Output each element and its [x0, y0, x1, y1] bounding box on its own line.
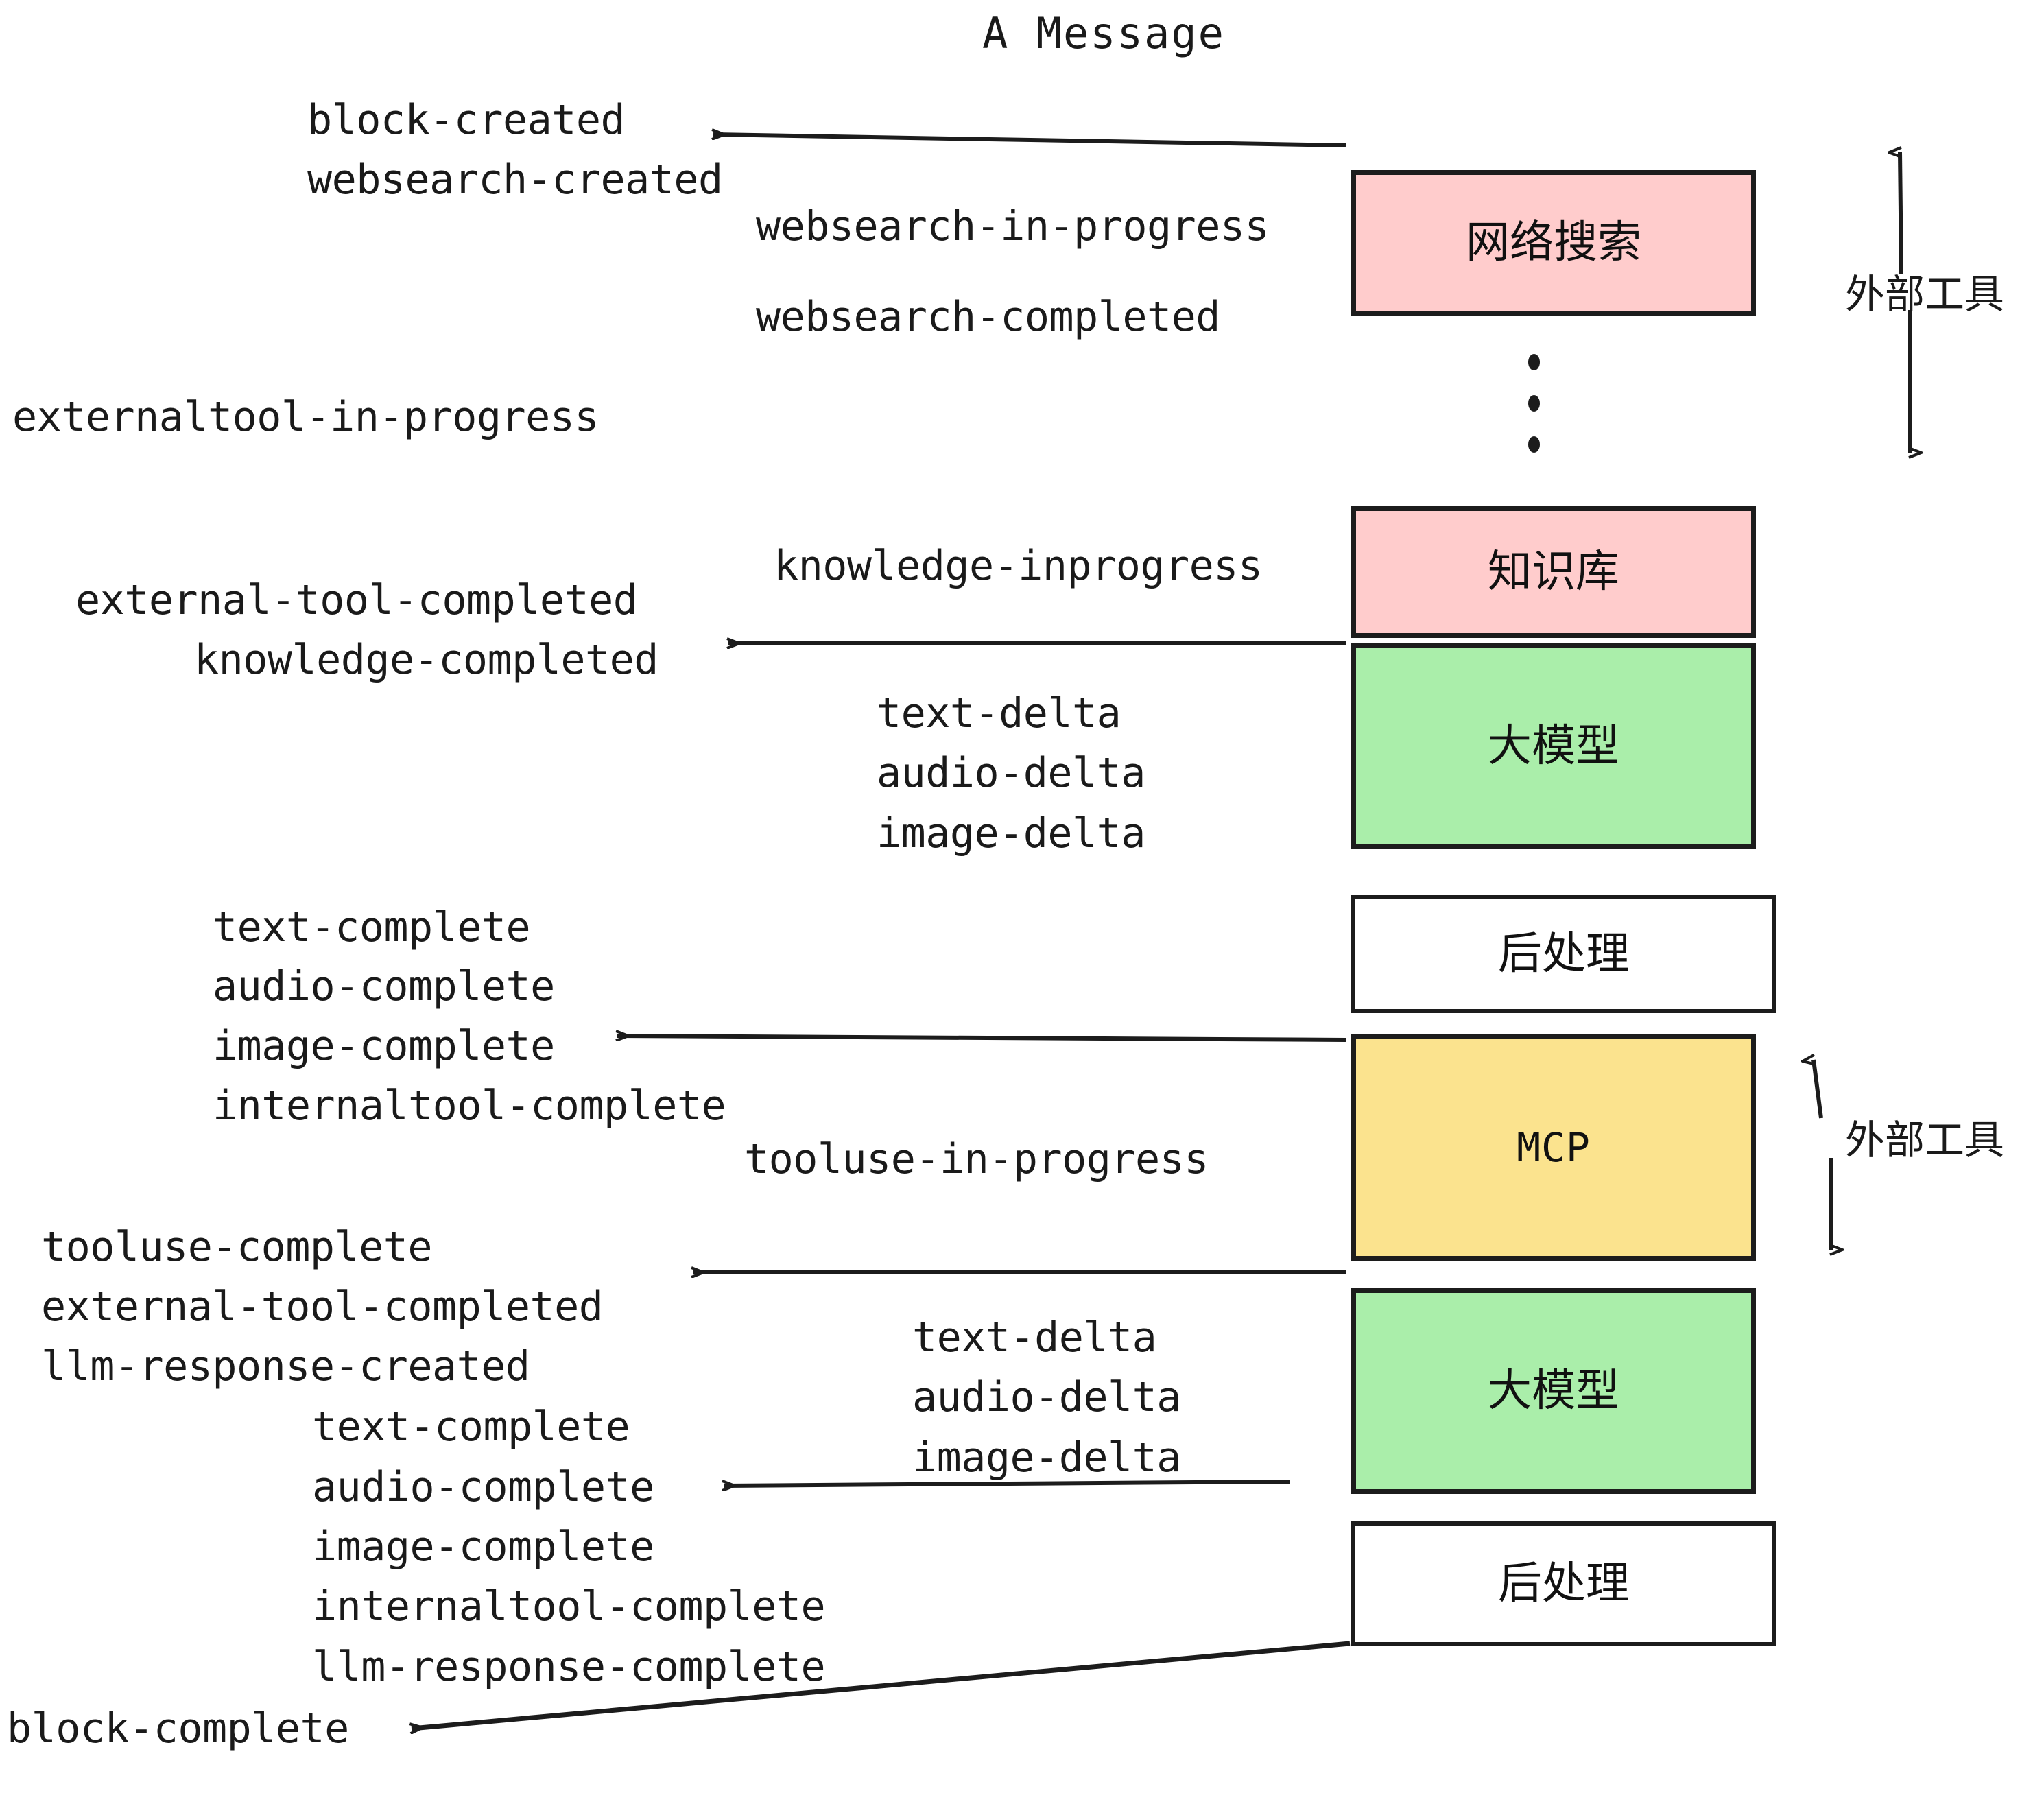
arrow-audio-complete — [724, 1480, 1290, 1486]
box-llm-2[interactable]: 大模型 — [1351, 1288, 1756, 1494]
box-postprocess-2-label: 后处理 — [1498, 1558, 1630, 1609]
ellipsis-dot-3 — [1528, 436, 1540, 453]
arrow-external-tool-bottom-up — [1814, 1060, 1823, 1119]
box-websearch-label: 网络搜索 — [1466, 217, 1641, 268]
event-websearch-created: websearch-created — [307, 156, 723, 204]
arrow-image-complete — [617, 1036, 1346, 1042]
box-llm-2-label: 大模型 — [1488, 1366, 1619, 1416]
event-text-delta-2: text-delta — [912, 1314, 1157, 1362]
event-image-complete-1: image-complete — [213, 1022, 555, 1070]
event-audio-delta-2: audio-delta — [912, 1373, 1181, 1421]
arrow-websearch-created — [713, 134, 1346, 147]
event-text-complete-1: text-complete — [213, 903, 531, 951]
label-external-tool-top: 外部工具 — [1845, 271, 2005, 318]
box-postprocess-2[interactable]: 后处理 — [1351, 1521, 1776, 1646]
event-knowledge-completed: knowledge-completed — [194, 636, 658, 684]
box-knowledge[interactable]: 知识库 — [1351, 506, 1756, 638]
event-llm-response-created: llm-response-created — [41, 1342, 530, 1390]
event-llm-response-complete: llm-response-complete — [312, 1643, 826, 1691]
event-internaltool-complete-2: internaltool-complete — [312, 1582, 826, 1630]
event-block-complete: block-complete — [7, 1705, 349, 1753]
event-block-created: block-created — [307, 96, 626, 144]
label-external-tool-bottom: 外部工具 — [1845, 1117, 2005, 1163]
event-internaltool-complete-1: internaltool-complete — [213, 1082, 726, 1130]
box-knowledge-label: 知识库 — [1488, 547, 1619, 597]
box-mcp[interactable]: MCP — [1351, 1034, 1756, 1261]
arrow-external-tool-top-up — [1900, 152, 1903, 275]
event-text-delta-1: text-delta — [877, 689, 1121, 737]
event-knowledge-inprogress: knowledge-inprogress — [774, 542, 1263, 590]
event-external-tool-completed-2: external-tool-completed — [41, 1283, 604, 1331]
box-websearch[interactable]: 网络搜索 — [1351, 170, 1756, 316]
event-externaltool-in-progress: externaltool-in-progress — [12, 393, 599, 441]
box-postprocess-1-label: 后处理 — [1498, 929, 1630, 980]
page-title: A Message — [982, 8, 1225, 58]
event-image-delta-2: image-delta — [912, 1434, 1181, 1482]
box-mcp-label: MCP — [1517, 1124, 1591, 1171]
event-image-complete-2: image-complete — [312, 1523, 654, 1571]
event-audio-delta-1: audio-delta — [877, 749, 1145, 797]
event-image-delta-1: image-delta — [877, 809, 1145, 857]
event-audio-complete-2: audio-complete — [312, 1463, 654, 1511]
event-websearch-in-progress: websearch-in-progress — [756, 202, 1270, 250]
event-external-tool-completed-1: external-tool-completed — [75, 576, 638, 624]
box-llm-1-label: 大模型 — [1488, 721, 1619, 772]
event-websearch-completed: websearch-completed — [756, 293, 1220, 341]
event-tooluse-complete: tooluse-complete — [41, 1223, 432, 1271]
event-tooluse-in-progress: tooluse-in-progress — [744, 1135, 1209, 1183]
event-audio-complete-1: audio-complete — [213, 962, 555, 1010]
box-postprocess-1[interactable]: 后处理 — [1351, 895, 1776, 1013]
ellipsis-dot-2 — [1528, 395, 1540, 412]
ellipsis-dot-1 — [1528, 354, 1540, 370]
box-llm-1[interactable]: 大模型 — [1351, 643, 1756, 849]
event-text-complete-2: text-complete — [312, 1403, 630, 1451]
